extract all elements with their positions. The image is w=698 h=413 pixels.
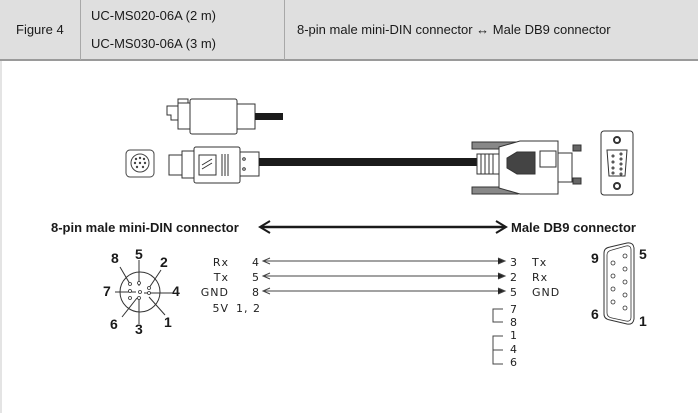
table-left-border [0,61,2,413]
jumper-1-4-6 [492,335,503,365]
din-pin-3: 3 [135,321,143,337]
mini-din-face-icon [125,149,155,178]
wiring-table: Rx Tx GND 5V 4 5 8 1, 2 3 2 5 Tx Rx GND … [201,256,560,369]
db9-jumper-pin-1: 1 [510,329,518,342]
db9-pin-9: 9 [591,250,599,266]
din-pin-1: 1 [164,314,172,330]
db9-jumper-pin-7: 7 [510,303,518,316]
din-wire-pin-5v: 1, 2 [236,302,261,315]
double-arrow [258,220,508,234]
figure-header-row: Figure 4 UC-MS020-06A (2 m) UC-MS030-06A… [0,0,698,61]
mini-din-pinout: 8 5 2 7 4 6 3 1 [103,246,180,337]
jumper-7-8 [492,308,503,323]
din-pin-4: 4 [172,283,180,299]
db9-signal-tx: Tx [531,256,547,269]
db9-pin-1: 1 [639,313,647,329]
db9-pin-5: 5 [639,246,647,262]
signal-5v: 5V [212,302,229,315]
db9-wire-pin-tx: 3 [510,256,518,269]
description-cell: 8-pin male mini-DIN connector ↔ Male DB9… [285,0,698,60]
db9-plug-view [471,140,582,195]
cable-diagram: 8-pin male mini-DIN connector Male DB9 c… [51,98,647,369]
cable-description: 8-pin male mini-DIN connector ↔ Male DB9… [297,22,611,37]
model-cell: UC-MS020-06A (2 m) UC-MS030-06A (3 m) [81,0,285,60]
figure-label-cell: Figure 4 [0,0,81,60]
mini-din-plug-side-view [166,98,283,135]
db9-connector-label: Male DB9 connector [511,220,636,235]
model-2m: UC-MS020-06A (2 m) [91,8,216,23]
din-pin-8: 8 [111,250,119,266]
signal-gnd: GND [201,286,229,299]
db9-wire-pin-rx: 2 [510,271,518,284]
signal-tx: Tx [213,271,229,284]
din-wire-pin-rx: 4 [252,256,260,269]
din-pin-7: 7 [103,283,111,299]
figure-label: Figure 4 [16,22,64,37]
db9-pin-6: 6 [591,306,599,322]
db9-face-icon [600,130,634,196]
cable [259,158,477,166]
din-pin-5: 5 [135,246,143,262]
model-3m: UC-MS030-06A (3 m) [91,36,216,51]
db9-jumper-pin-4: 4 [510,343,518,356]
signal-rx: Rx [213,256,229,269]
db9-signal-gnd: GND [532,286,560,299]
din-wire-pin-tx: 5 [252,271,260,284]
db9-jumper-pin-8: 8 [510,316,518,329]
din-wire-pin-gnd: 8 [252,286,260,299]
db9-wire-pin-gnd: 5 [510,286,518,299]
db9-jumper-pin-6: 6 [510,356,518,369]
din-pin-6: 6 [110,316,118,332]
mini-din-plug-front-view [168,146,260,184]
mini-din-connector-label: 8-pin male mini-DIN connector [51,220,239,235]
db9-signal-rx: Rx [532,271,548,284]
din-pin-2: 2 [160,254,168,270]
db9-pinout: 9 5 6 1 [591,242,647,329]
